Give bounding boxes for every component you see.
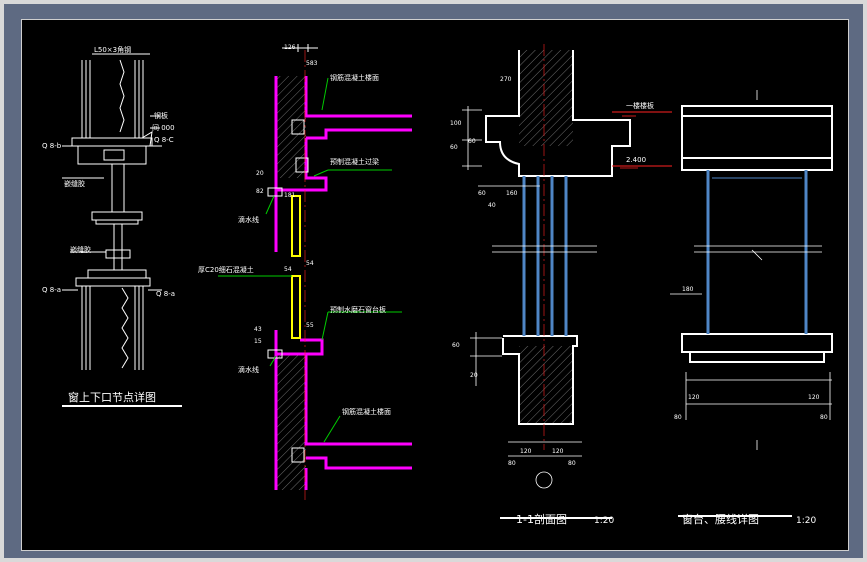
dim-54b: 54 [306, 260, 314, 267]
section-scale: 1:20 [594, 516, 615, 526]
elevation-title: 窗台、腰线详图 [682, 513, 759, 526]
elevation-scale: 1:20 [796, 516, 817, 526]
cad-viewport: L50×3角钢 钢板 间 000 Q 8-b Q 8-C 嵌缝胶 嵌缝胶 Q 8… [4, 4, 863, 558]
dim-60c: 60 [478, 190, 486, 197]
dim-80a: 80 [508, 460, 516, 467]
q-top-right-label: Q 8-C [154, 136, 174, 144]
q-top-left-label: Q 8-b [42, 142, 62, 150]
dim-82: 82 [256, 188, 264, 195]
dim-160: 160 [506, 190, 518, 197]
dim-181: 181 [284, 192, 296, 199]
lintel-label: 预制混凝土过梁 [330, 158, 379, 166]
dim-20: 20 [256, 170, 264, 177]
dim-80a-elev: 80 [674, 414, 682, 421]
dim-120b-elev: 120 [808, 394, 820, 401]
elevation-label: 2.400 [626, 156, 647, 164]
dim-55: 55 [306, 322, 314, 329]
dim-15: 15 [254, 338, 262, 345]
slab-bottom-label: 钢筋混凝土楼面 [342, 408, 391, 416]
dim-180: 180 [682, 286, 694, 293]
dim-270: 270 [500, 76, 512, 83]
dim-54a: 54 [284, 266, 292, 273]
q-bottom-left-label: Q 8-a [42, 286, 62, 294]
detail1-node [62, 53, 182, 407]
detail3-section [462, 44, 672, 519]
steel-plate-label: 钢板 [154, 112, 168, 120]
dim-80b: 80 [568, 460, 576, 467]
drawing-sheet: L50×3角钢 钢板 间 000 Q 8-b Q 8-C 嵌缝胶 嵌缝胶 Q 8… [21, 19, 849, 551]
dim-583: 583 [306, 60, 318, 67]
q-bottom-right-label: Q 8-a [156, 290, 176, 298]
pitch-label: 间 000 [152, 124, 175, 132]
dim-120a: 120 [520, 448, 532, 455]
dim-60a: 60 [450, 144, 458, 151]
section-title: 1-1剖面图 [516, 513, 567, 526]
sill-board-label: 预制水磨石窗台板 [330, 306, 386, 314]
dim-126: 126 [284, 44, 296, 51]
dim-60b: 60 [468, 138, 476, 145]
dim-120a-elev: 120 [688, 394, 700, 401]
drawing-canvas [62, 44, 833, 519]
sill-concrete-label: 厚C20细石混凝土 [198, 266, 254, 274]
sealant-bottom-label: 嵌缝胶 [70, 246, 91, 254]
floor-slab-note: 一楼楼板 [626, 102, 654, 110]
dim-100a: 100 [450, 120, 462, 127]
drip-line-top-label: 滴水线 [238, 216, 259, 224]
detail4-elevation [670, 90, 833, 517]
dim-40: 40 [488, 202, 496, 209]
detail2-wall-section [218, 44, 412, 500]
dim-43: 43 [254, 326, 262, 333]
slab-top-label: 钢筋混凝土楼面 [330, 74, 379, 82]
detail1-title: 窗上下口节点详图 [68, 391, 156, 404]
sealant-top-label: 嵌缝胶 [64, 180, 85, 188]
dim-20-sill: 20 [470, 372, 478, 379]
dim-120b: 120 [552, 448, 564, 455]
dim-60d: 60 [452, 342, 460, 349]
angle-steel-label: L50×3角钢 [94, 46, 132, 54]
dim-80b-elev: 80 [820, 414, 828, 421]
drip-line-bottom-label: 滴水线 [238, 366, 259, 374]
